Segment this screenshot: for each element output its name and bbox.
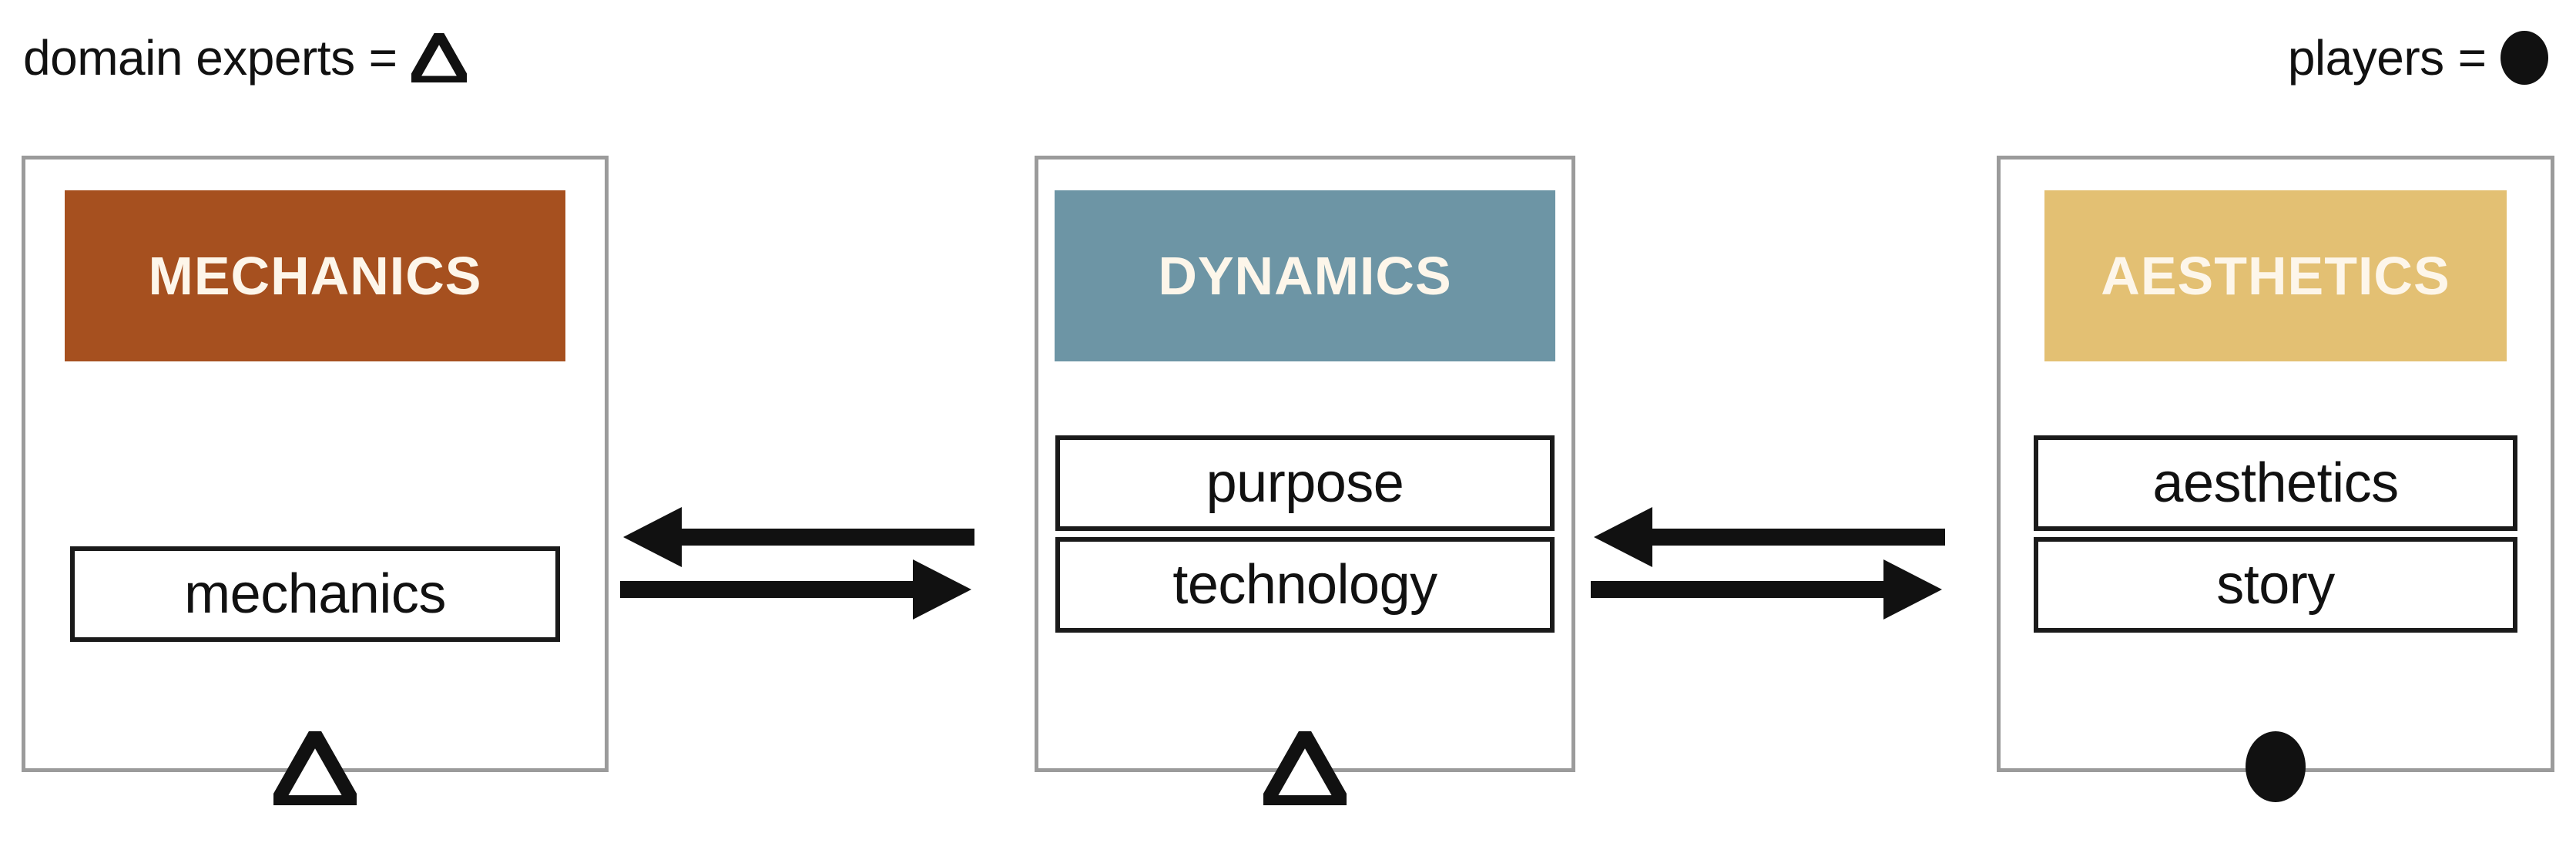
item-label: aesthetics [2152, 452, 2399, 514]
legend-domain-experts-equals: = [368, 30, 397, 86]
panel-aesthetics-item-list: aesthetics story [2034, 435, 2517, 633]
list-item: aesthetics [2034, 435, 2517, 531]
filled-circle-icon [2246, 731, 2306, 802]
legend-players-label: players [2287, 30, 2444, 86]
panel-dynamics: DYNAMICS purpose technology [1035, 156, 1575, 805]
panel-dynamics-item-list: purpose technology [1055, 435, 1555, 633]
hollow-triangle-icon [273, 731, 357, 805]
list-item: purpose [1055, 435, 1555, 531]
arrow-left [623, 507, 974, 567]
panel-dynamics-header-label: DYNAMICS [1158, 246, 1452, 306]
panel-mechanics-item-list: mechanics [70, 546, 560, 642]
panel-aesthetics-header-label: AESTHETICS [2101, 246, 2450, 306]
filled-circle-icon [2501, 31, 2548, 85]
panel-aesthetics: AESTHETICS aesthetics story [1997, 156, 2554, 802]
list-item: mechanics [70, 546, 560, 642]
item-label: mechanics [184, 563, 446, 625]
hollow-triangle-icon [411, 33, 467, 82]
legend-domain-experts-label: domain experts [23, 30, 355, 86]
legend-players: players = [2288, 0, 2548, 116]
arrow-right [620, 559, 971, 620]
panel-mechanics-header-label: MECHANICS [148, 246, 482, 306]
arrow-right [1591, 559, 1942, 620]
arrow-left [1594, 507, 1945, 567]
connector-mechanics-dynamics [620, 501, 974, 624]
panel-mechanics-header: MECHANICS [65, 190, 565, 361]
panel-mechanics: MECHANICS mechanics [22, 156, 609, 805]
connector-dynamics-aesthetics [1591, 501, 1945, 624]
legend-players-equals: = [2457, 30, 2487, 86]
item-label: purpose [1206, 452, 1404, 514]
legend-domain-experts: domain experts = [23, 0, 467, 116]
item-label: story [2216, 554, 2335, 616]
item-label: technology [1172, 554, 1437, 616]
panel-dynamics-header: DYNAMICS [1055, 190, 1555, 361]
hollow-triangle-icon [1263, 731, 1347, 805]
panel-aesthetics-header: AESTHETICS [2044, 190, 2507, 361]
list-item: technology [1055, 537, 1555, 633]
list-item: story [2034, 537, 2517, 633]
